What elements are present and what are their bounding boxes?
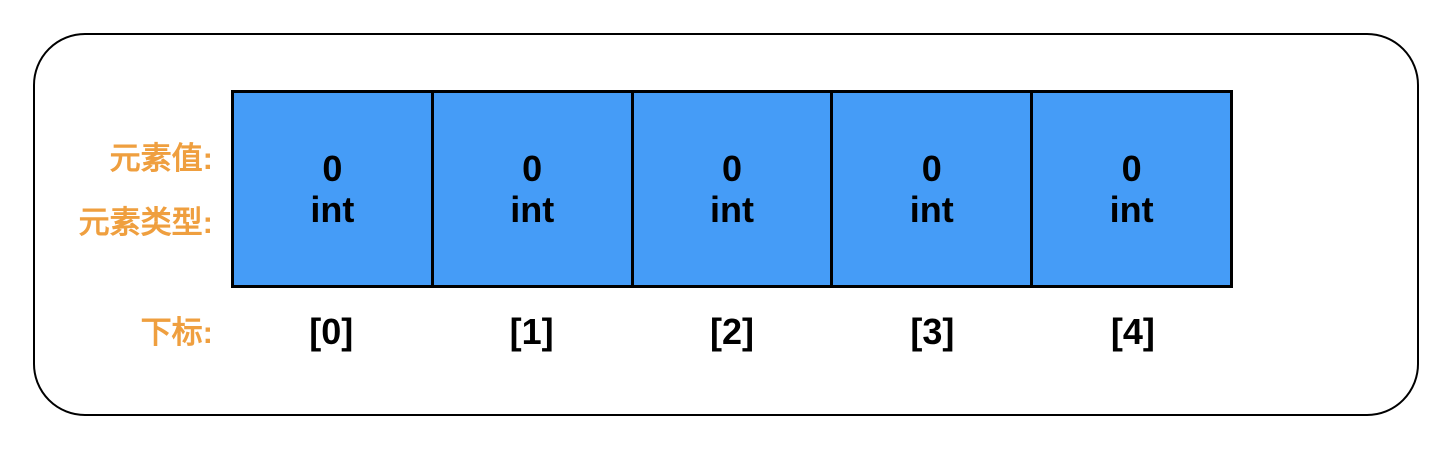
array-cell-3: 0 int <box>833 93 1034 285</box>
array-index-3: [3] <box>910 311 955 352</box>
array-cell-2: 0 int <box>633 93 834 285</box>
cell-value-0: 0 <box>322 147 343 189</box>
cell-type-0: int <box>310 189 355 230</box>
row-label-column: 元素值: 元素类型: 下标: <box>0 0 213 458</box>
array-box: 0 int 0 int 0 int 0 int 0 int <box>231 90 1233 288</box>
array-index-4: [4] <box>1110 311 1155 352</box>
array-index-1: [1] <box>509 311 554 352</box>
array-index-0: [0] <box>309 311 354 352</box>
element-index-row-label: 下标: <box>140 315 213 350</box>
cell-type-2: int <box>710 189 754 230</box>
cell-value-2: 0 <box>721 147 742 189</box>
index-row: [0] [1] [2] [3] [4] <box>231 306 1233 358</box>
cell-type-1: int <box>510 189 555 230</box>
cell-type-4: int <box>1109 189 1154 230</box>
array-cell-0: 0 int <box>234 93 434 285</box>
element-value-row-label: 元素值: <box>109 141 213 176</box>
rounded-container-frame <box>33 33 1419 416</box>
cell-type-3: int <box>909 189 954 230</box>
cell-value-3: 0 <box>921 147 942 189</box>
array-index-2: [2] <box>710 311 755 352</box>
element-type-row-label: 元素类型: <box>78 205 213 240</box>
array-cell-4: 0 int <box>1033 93 1230 285</box>
cell-value-4: 0 <box>1121 147 1142 189</box>
cell-value-1: 0 <box>522 147 543 189</box>
array-cell-1: 0 int <box>433 93 634 285</box>
